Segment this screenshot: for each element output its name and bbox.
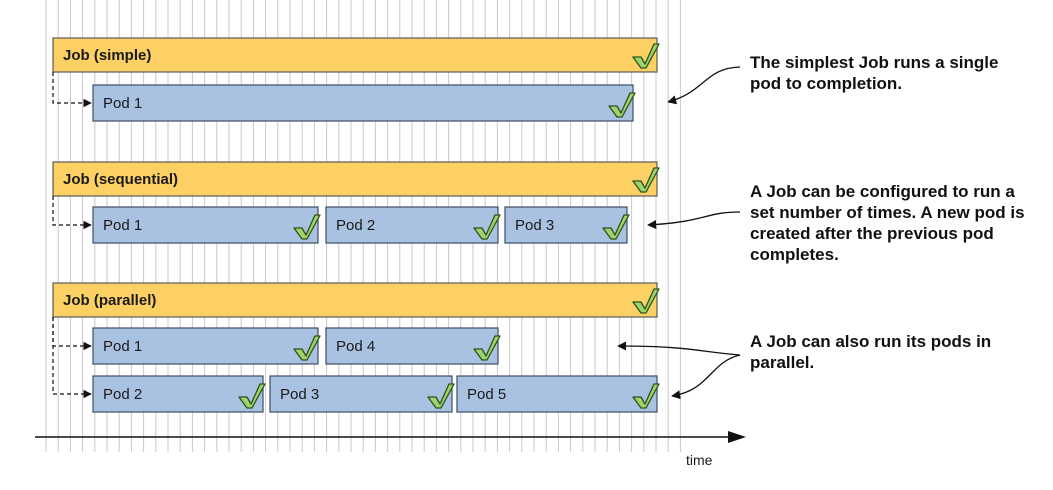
pod-bar-1-0-1 [325,206,499,244]
pod-bar-2-0-1 [325,327,499,365]
job-bar-0-label: Job (simple) [63,47,151,64]
time-axis-arrowhead [728,431,746,443]
job-bar-2 [52,282,658,318]
job-pod-connector-0-0 [52,72,92,108]
job-bar-0-check-icon [632,43,660,69]
job-bar-2-label: Job (parallel) [63,292,156,309]
callout-simple-arrow [667,66,741,105]
job-pod-connector-2-1 [52,317,92,399]
job-bar-1-check-icon [632,167,660,193]
job-pod-connector-1-0 [52,196,92,230]
pod-bar-0-0-0-check-icon [608,92,636,118]
job-bar-1-label: Job (sequential) [63,171,178,188]
pod-bar-2-0-1-check-icon [473,335,501,361]
pod-bar-2-1-0-label: Pod 2 [103,386,142,403]
pod-bar-2-1-1-label: Pod 3 [280,386,319,403]
job-bar-2-check-icon [632,288,660,314]
pod-bar-2-1-0 [92,375,264,413]
pod-bar-1-0-2-label: Pod 3 [515,217,554,234]
pod-bar-0-0-0-label: Pod 1 [103,95,142,112]
pod-bar-2-1-1 [269,375,453,413]
pod-bar-1-0-0-check-icon [293,214,321,240]
pod-bar-2-0-0-label: Pod 1 [103,338,142,355]
pod-bar-2-1-0-check-icon [238,383,266,409]
callout-parallel-a-arrow [617,341,741,356]
job-bar-1 [52,161,658,197]
bars: Job (simple) Pod 1 Job (sequential) Pod 1 Po… [52,37,660,413]
pod-bar-1-0-1-label: Pod 2 [336,217,375,234]
pod-bar-1-0-0 [92,206,319,244]
pod-bar-2-0-1-label: Pod 4 [336,338,375,355]
pod-bar-2-1-2-check-icon [632,383,660,409]
pod-bar-1-0-0-label: Pod 1 [103,217,142,234]
annotation-sequential: A Job can be configured to run a set num… [750,182,1025,264]
pod-bar-2-0-0 [92,327,319,365]
pod-bar-1-0-2 [504,206,628,244]
callout-parallel-b-arrow [671,354,741,400]
pod-bar-2-1-2 [456,375,658,413]
annotation-simple: The simplest Job runs a single pod to co… [750,53,999,93]
callout-arrows [617,66,741,400]
annotation-parallel: A Job can also run its pods in parallel. [750,332,992,372]
time-axis: time [35,431,746,468]
callout-sequential-arrow [647,211,741,230]
pod-bar-1-0-2-check-icon [602,214,630,240]
connectors [52,72,92,399]
pod-bar-2-1-2-label: Pod 5 [467,386,506,403]
pod-bar-2-0-0-check-icon [293,335,321,361]
time-axis-label: time [686,452,713,468]
pod-bar-2-1-1-check-icon [427,383,455,409]
job-bar-0 [52,37,658,73]
pod-bar-0-0-0 [92,84,634,122]
pod-bar-1-0-1-check-icon [473,214,501,240]
